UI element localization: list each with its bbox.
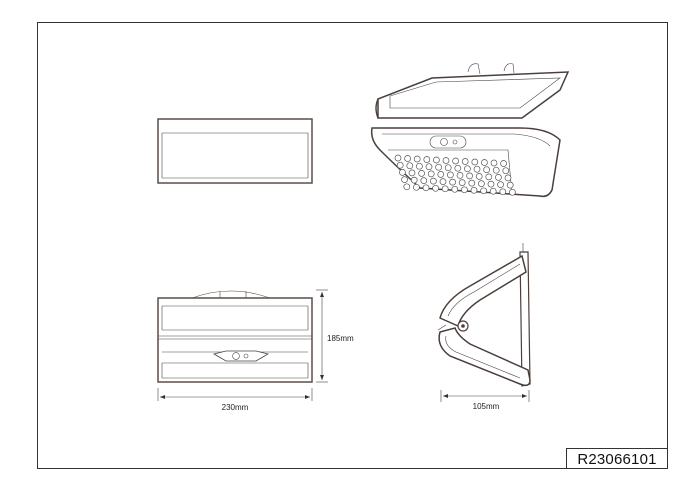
- height-dimension: 185mm: [316, 289, 354, 383]
- height-dimension-label: 185mm: [327, 334, 354, 343]
- led-dot: [449, 178, 456, 186]
- led-dot: [406, 162, 414, 170]
- led-dot: [435, 163, 442, 171]
- led-dot: [430, 177, 437, 185]
- depth-dimension-label: 105mm: [473, 402, 500, 411]
- led-dot: [425, 163, 433, 171]
- led-dot: [451, 185, 459, 193]
- led-dot: [441, 185, 449, 193]
- width-dimension-label: 230mm: [222, 403, 249, 412]
- led-dot: [478, 180, 485, 187]
- title-block: R23066101: [566, 448, 668, 469]
- product-code: R23066101: [577, 451, 656, 468]
- led-dot: [396, 161, 404, 169]
- led-dot: [458, 179, 466, 186]
- led-dot: [499, 188, 507, 196]
- width-dimension: 230mm: [157, 388, 313, 412]
- led-dot: [481, 159, 488, 166]
- led-dot: [420, 177, 428, 184]
- led-dot: [418, 170, 425, 177]
- led-dot: [485, 173, 493, 181]
- led-dot: [497, 181, 504, 188]
- led-dot: [444, 164, 452, 172]
- led-dot: [487, 180, 495, 188]
- led-dot: [471, 158, 479, 166]
- led-dot: [456, 172, 464, 179]
- led-dot: [437, 171, 445, 178]
- led-grid: [394, 154, 516, 196]
- led-dot: [404, 155, 411, 162]
- led-dot: [432, 184, 439, 192]
- led-dot: [401, 176, 408, 183]
- led-dot: [461, 186, 468, 194]
- led-dot: [410, 176, 418, 184]
- led-dot: [413, 155, 421, 163]
- led-dot: [470, 186, 478, 194]
- led-dot: [413, 183, 420, 191]
- led-dot: [447, 171, 454, 179]
- led-dot: [452, 157, 459, 165]
- led-dot: [473, 165, 481, 173]
- led-dot: [403, 183, 411, 191]
- led-dot: [502, 167, 510, 175]
- led-dot: [464, 165, 471, 173]
- led-dot: [433, 156, 440, 164]
- isometric-view: [370, 63, 570, 198]
- led-dot: [483, 166, 490, 174]
- depth-dimension: 105mm: [440, 390, 530, 411]
- drawing-frame: [37, 22, 668, 469]
- led-dot: [495, 174, 502, 181]
- led-dot: [504, 174, 512, 182]
- led-dot: [427, 170, 435, 178]
- led-dot: [492, 166, 500, 174]
- led-dot: [461, 158, 469, 165]
- top-view: [157, 118, 313, 184]
- side-view: [437, 243, 531, 387]
- led-dot: [475, 173, 483, 180]
- led-dot: [442, 157, 450, 164]
- led-dot: [509, 188, 516, 196]
- led-dot: [466, 172, 473, 180]
- led-dot: [480, 187, 487, 195]
- led-dot: [439, 178, 447, 185]
- front-view: [157, 290, 313, 383]
- led-dot: [489, 187, 497, 195]
- led-dot: [416, 162, 423, 170]
- led-dot: [454, 164, 462, 172]
- led-dot: [408, 169, 416, 177]
- led-dot: [399, 169, 406, 176]
- led-dot: [423, 156, 431, 163]
- led-dot: [394, 154, 402, 162]
- led-dot: [422, 184, 430, 192]
- led-dot: [500, 160, 507, 167]
- led-dot: [506, 181, 514, 189]
- led-dot: [468, 179, 476, 187]
- led-dot: [490, 159, 498, 167]
